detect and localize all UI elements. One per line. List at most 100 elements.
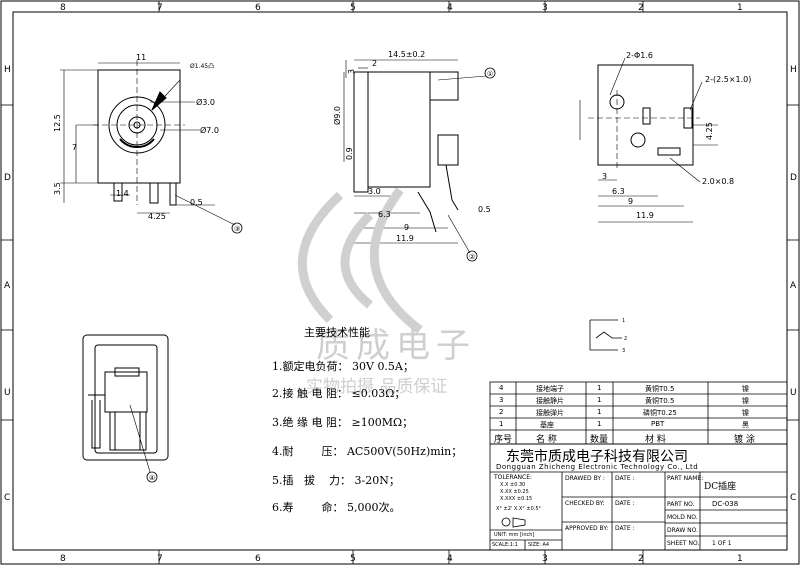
bom-header: 材 料 (645, 435, 666, 445)
callout-3: ③ (234, 225, 240, 233)
svg-text:6: 6 (255, 3, 261, 13)
date-label: DATE : (615, 525, 635, 532)
dim-side-dia9: Ø9.0 (332, 106, 342, 125)
svg-text:2: 2 (638, 3, 644, 13)
bom-cell: 1 (597, 420, 602, 428)
part-name-label: PART NAME: (667, 475, 704, 482)
schematic-pin-1: 1 (622, 318, 625, 324)
dim-pcb-w63: 6.3 (612, 187, 625, 196)
bom-cell: 接触弹片 (536, 409, 564, 417)
tolerance-row: X.XX ±0.25 (500, 489, 529, 495)
bom-cell: PBT (651, 420, 665, 428)
title-block (489, 443, 788, 551)
front-view (60, 60, 243, 234)
svg-text:D: D (4, 173, 11, 183)
watermark-slogan: 实物拍摄 品质保证 (306, 377, 448, 397)
dim-front-w425: 4.25 (148, 212, 166, 221)
part-no-label: PART NO. (667, 501, 695, 508)
watermark-logo (297, 187, 423, 334)
spec-item-4: 4.耐 压： AC500V(50Hz)min； (272, 445, 463, 458)
dim-front-h125: 12.5 (53, 114, 62, 132)
bom-cell: 1 (597, 396, 602, 404)
svg-text:1: 1 (737, 3, 743, 13)
svg-text:8: 8 (60, 3, 66, 13)
dim-front-w14: 1.4 (116, 189, 129, 198)
bom-header: 序号 (494, 435, 513, 445)
dim-pcb-slot20: 2.0×0.8 (702, 177, 734, 186)
bom-header: 名 称 (536, 435, 557, 445)
part-no: DC-038 (712, 500, 739, 508)
bom-header: 数量 (590, 435, 609, 445)
date-label: DATE : (615, 500, 635, 507)
dim-pcb-w119: 11.9 (636, 211, 654, 220)
svg-text:5: 5 (350, 3, 356, 13)
bom-cell: 镍 (742, 385, 749, 393)
dim-side-w30: 3.0 (368, 187, 381, 196)
svg-text:2: 2 (638, 554, 644, 564)
schematic-pin-2: 2 (624, 336, 627, 342)
dim-side-h2: 2 (372, 59, 377, 68)
dim-pcb-h425: 4.25 (705, 122, 714, 140)
spec-item-5: 5.插 拔 力： 3-20N； (272, 474, 400, 487)
dim-side-w145: 14.5±0.2 (388, 50, 425, 59)
svg-text:H: H (790, 65, 797, 75)
bom-cell: 4 (499, 384, 504, 392)
draw-no-label: DRAW NO. (667, 527, 699, 534)
bom-cell: 1 (597, 384, 602, 392)
tolerance-title: TOLERANCE: (494, 474, 533, 481)
company-name: 东莞市质成电子科技有限公司 (506, 449, 688, 465)
specs-title: 主要技术性能 (304, 326, 370, 339)
spec-item-1: 1.额定电负荷： 30V 0.5A； (272, 360, 414, 373)
tolerance-row: X.XXX ±0.15 (500, 496, 533, 502)
mold-no-label: MOLD NO. (667, 514, 698, 521)
dim-pcb-w3: 3 (602, 172, 607, 181)
bom-cell: 1 (597, 408, 602, 416)
callout-2: ② (469, 253, 475, 261)
bom-cell: 2 (499, 408, 504, 416)
approved-by-label: APPROVED BY: (565, 525, 609, 532)
bottom-view (82, 334, 169, 483)
bom-cell: 接地端子 (536, 385, 564, 393)
dim-side-w05: 0.5 (478, 205, 491, 214)
drawed-by-label: DRAWED BY : (565, 475, 605, 482)
bom-cell: 基座 (540, 421, 554, 429)
size-label: SIZE: A4 (528, 542, 550, 548)
dim-side-w119: 11.9 (396, 234, 414, 243)
sheet-no-label: SHEET NO. (667, 540, 700, 547)
dim-side-h3: 3 (347, 69, 356, 74)
part-name: DC插座 (704, 482, 737, 492)
svg-text:3: 3 (542, 3, 548, 13)
dim-pcb-holes: 2-Φ1.6 (626, 51, 653, 60)
tolerance-row: X.X ±0.30 (500, 482, 526, 488)
svg-text:C: C (790, 493, 796, 503)
svg-text:4: 4 (447, 554, 453, 564)
svg-text:1: 1 (737, 554, 743, 564)
svg-text:U: U (4, 388, 11, 398)
dim-front-w05: 0.5 (190, 198, 203, 207)
schematic-symbol (589, 319, 622, 351)
bom-cell: 黄铜T0.5 (645, 385, 675, 393)
svg-text:6: 6 (255, 554, 261, 564)
svg-text:D: D (790, 173, 797, 183)
dim-side-w9: 9 (404, 223, 409, 232)
svg-text:A: A (4, 281, 11, 291)
dim-side-w63: 6.3 (378, 210, 391, 219)
svg-text:5: 5 (350, 554, 356, 564)
schematic-pin-3: 3 (622, 348, 625, 354)
dim-front-h35: 3.5 (53, 182, 62, 195)
watermark-brand: 质成电子 (316, 326, 476, 366)
date-label: DATE : (615, 475, 635, 482)
side-view (343, 59, 496, 262)
spec-item-2: 2.接 触 电 阻： ≤0.03Ω； (272, 387, 406, 400)
unit-label: UNIT: mm [inch] (494, 532, 535, 538)
spec-item-3: 3.绝 缘 电 阻： ≥100MΩ； (272, 416, 414, 429)
svg-text:3: 3 (542, 554, 548, 564)
svg-text:C: C (4, 493, 10, 503)
tolerance-angle: X° ±2' X.X° ±0.5° (496, 506, 542, 512)
dim-pcb-w9: 9 (628, 197, 633, 206)
bom-cell: 镍 (742, 409, 749, 417)
svg-text:4: 4 (447, 3, 453, 13)
svg-text:7: 7 (157, 554, 163, 564)
